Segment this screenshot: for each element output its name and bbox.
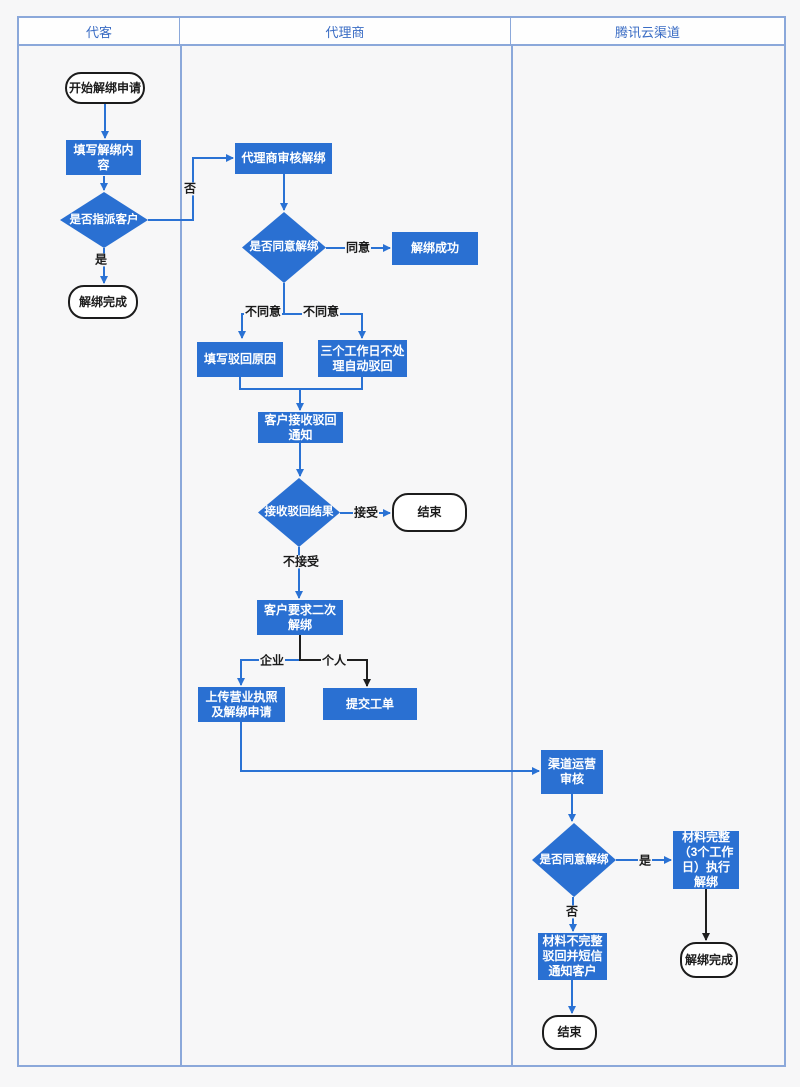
node-end-1: 结束 — [392, 493, 467, 532]
node-agent-review: 代理商审核解绑 — [235, 143, 332, 174]
edge-label-disagree-left: 不同意 — [243, 304, 283, 319]
node-unbind-success: 解绑成功 — [392, 232, 478, 265]
node-customer-receive-notice: 客户接收驳回 通知 — [258, 412, 343, 443]
edge-label-no-2: 否 — [564, 904, 580, 919]
node-unbind-done-2: 解绑完成 — [680, 942, 738, 978]
node-upload-license: 上传营业执照 及解绑申请 — [198, 687, 285, 722]
lane-divider-1 — [180, 46, 182, 1065]
lane-header-dailishang: 代理商 — [180, 18, 511, 44]
node-unbind-done-1: 解绑完成 — [68, 285, 138, 319]
edge-label-not-accept: 不接受 — [281, 554, 321, 569]
node-fill-unbind-content: 填写解绑内 容 — [66, 140, 141, 175]
edge-label-accept: 接受 — [352, 505, 380, 520]
node-material-complete-execute: 材料完整 （3个工作 日）执行 解绑 — [673, 830, 739, 889]
edge-label-enterprise: 企业 — [258, 653, 286, 668]
lane-header-tencent-channel: 腾讯云渠道 — [614, 24, 680, 40]
edge-label-disagree-right: 不同意 — [301, 304, 341, 319]
node-start: 开始解绑申请 — [65, 72, 145, 104]
edge-label-yes-1: 是 — [93, 252, 109, 267]
edge-label-yes-2: 是 — [637, 853, 653, 868]
edge-label-personal: 个人 — [320, 653, 348, 668]
lane-header-daike: 代客 — [19, 18, 180, 44]
node-end-2: 结束 — [542, 1015, 597, 1050]
lane-header-row: 代客 代理商 腾讯云渠道 — [19, 18, 784, 46]
node-material-incomplete-reject: 材料不完整 驳回并短信 通知客户 — [538, 933, 607, 980]
swimlane-frame: 代客 代理商 腾讯云渠道 — [17, 16, 786, 1067]
node-fill-reject-reason: 填写驳回原因 — [197, 342, 283, 377]
node-channel-operation-review: 渠道运营 审核 — [541, 750, 603, 794]
edge-label-agree: 同意 — [344, 240, 372, 255]
node-auto-reject-3-days: 三个工作日不处 理自动驳回 — [318, 340, 407, 377]
node-submit-ticket: 提交工单 — [323, 688, 417, 720]
lane-divider-2 — [511, 46, 513, 1065]
edge-label-no-1: 否 — [182, 181, 198, 196]
node-second-unbind-request: 客户要求二次 解绑 — [257, 600, 343, 635]
